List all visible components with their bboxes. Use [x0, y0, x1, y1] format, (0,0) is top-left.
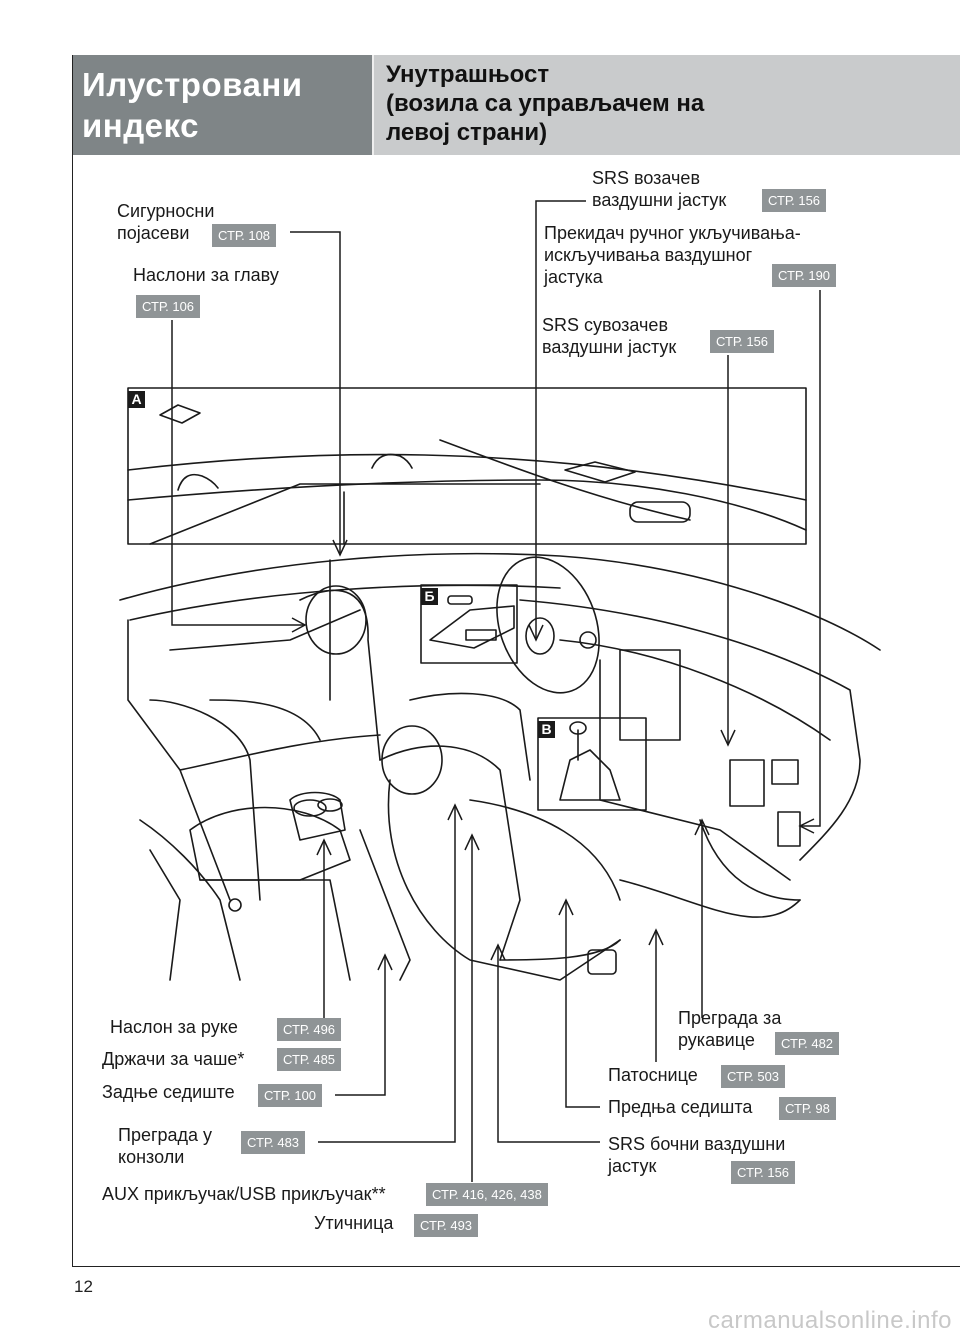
label-text: AUX прикључак/USB прикључак — [102, 1184, 372, 1204]
label-airbag-switch: Прекидач ручног укључивања- искључивања … — [544, 222, 801, 288]
callout-c: В — [538, 721, 555, 738]
label-text: ваздушни јастук — [542, 337, 677, 357]
section-title-line: индекс — [82, 107, 199, 144]
label-text: јастука — [544, 267, 603, 287]
section-title-line: Илустровани — [82, 66, 303, 103]
callout-a: A — [128, 391, 145, 408]
page-number: 12 — [74, 1277, 93, 1296]
page-ref-power-outlet[interactable]: СТР. 493 — [414, 1214, 479, 1237]
label-text: Преграда за — [678, 1008, 782, 1028]
label-front-seats: Предња седишта — [608, 1097, 753, 1117]
callout-b: Б — [421, 588, 438, 605]
label-aux-usb: AUX прикључак/USB прикључак** — [102, 1183, 386, 1205]
label-text: Држачи за чаше — [102, 1049, 238, 1069]
label-text: SRS бочни ваздушни — [608, 1134, 786, 1154]
footnote-mark: ** — [371, 1184, 386, 1204]
page-ref-headrests[interactable]: СТР. 106 — [136, 295, 201, 318]
label-side-airbags: SRS бочни ваздушни јастук — [608, 1133, 785, 1177]
header-divider — [372, 55, 374, 155]
page-ref-glove-box[interactable]: СТР. 482 — [775, 1032, 840, 1055]
label-console-box: Преграда у конзоли — [118, 1124, 212, 1168]
label-floor-mats: Патоснице — [608, 1065, 698, 1085]
page-ref-aux-usb[interactable]: СТР. 416, 426, 438 — [426, 1183, 548, 1206]
label-text: рукавице — [678, 1030, 755, 1050]
label-passenger-airbag: SRS сувозачев ваздушни јастук — [542, 314, 676, 358]
label-cup-holders: Држачи за чаше* — [102, 1048, 244, 1070]
label-power-outlet: Утичница — [314, 1213, 394, 1233]
inset-a-frame — [127, 387, 807, 545]
label-text: SRS возачев — [592, 168, 700, 188]
section-subtitle-line: (возила са управљачем на — [386, 90, 705, 117]
label-text: искључивања ваздушног — [544, 245, 753, 265]
header-right-panel — [372, 55, 960, 155]
inset-c-frame — [537, 717, 647, 811]
section-subtitle-line: левој страни) — [386, 119, 548, 146]
page-ref-rear-seat[interactable]: СТР. 100 — [258, 1084, 323, 1107]
label-glove-box: Преграда за рукавице — [678, 1007, 781, 1051]
page-ref-airbag-switch[interactable]: СТР. 190 — [772, 264, 837, 287]
page-ref-seatbelts[interactable]: СТР. 108 — [212, 224, 277, 247]
label-driver-airbag: SRS возачев ваздушни јастук — [592, 167, 726, 211]
page-ref-armrest[interactable]: СТР. 496 — [277, 1018, 342, 1041]
page-ref-front-seats[interactable]: СТР. 98 — [779, 1097, 836, 1120]
page-ref-passenger-airbag[interactable]: СТР. 156 — [710, 330, 775, 353]
label-headrests: Наслони за главу — [133, 265, 279, 285]
section-title: Илустровани индекс — [82, 64, 372, 146]
page-ref-driver-airbag[interactable]: СТР. 156 — [762, 189, 827, 212]
page-ref-side-airbags[interactable]: СТР. 156 — [731, 1161, 796, 1184]
leader-lines — [171, 200, 821, 1182]
label-text: Прекидач ручног укључивања- — [544, 223, 801, 243]
inset-b-frame — [420, 584, 518, 664]
label-rear-seat: Задње седиште — [102, 1082, 235, 1102]
watermark: carmanualsonline.info — [708, 1307, 952, 1334]
content-frame — [72, 55, 960, 1267]
section-subtitle-line: Унутрашњост — [386, 61, 550, 88]
label-text: јастук — [608, 1156, 657, 1176]
label-text: Преграда у — [118, 1125, 213, 1145]
label-armrest: Наслон за руке — [110, 1017, 238, 1037]
label-text: појасеви — [117, 223, 190, 243]
header-left-panel — [72, 55, 372, 155]
label-text: SRS сувозачев — [542, 315, 668, 335]
page-ref-cup-holders[interactable]: СТР. 485 — [277, 1048, 342, 1071]
label-seatbelts: Сигурносни појасеви — [117, 200, 214, 244]
footnote-mark: * — [237, 1049, 245, 1069]
label-text: ваздушни јастук — [592, 190, 727, 210]
label-text: Сигурносни — [117, 201, 215, 221]
section-subtitle: Унутрашњост (возила са управљачем на лев… — [386, 60, 946, 147]
page-ref-floor-mats[interactable]: СТР. 503 — [721, 1065, 786, 1088]
page-ref-console-box[interactable]: СТР. 483 — [241, 1131, 306, 1154]
label-text: конзоли — [118, 1147, 185, 1167]
